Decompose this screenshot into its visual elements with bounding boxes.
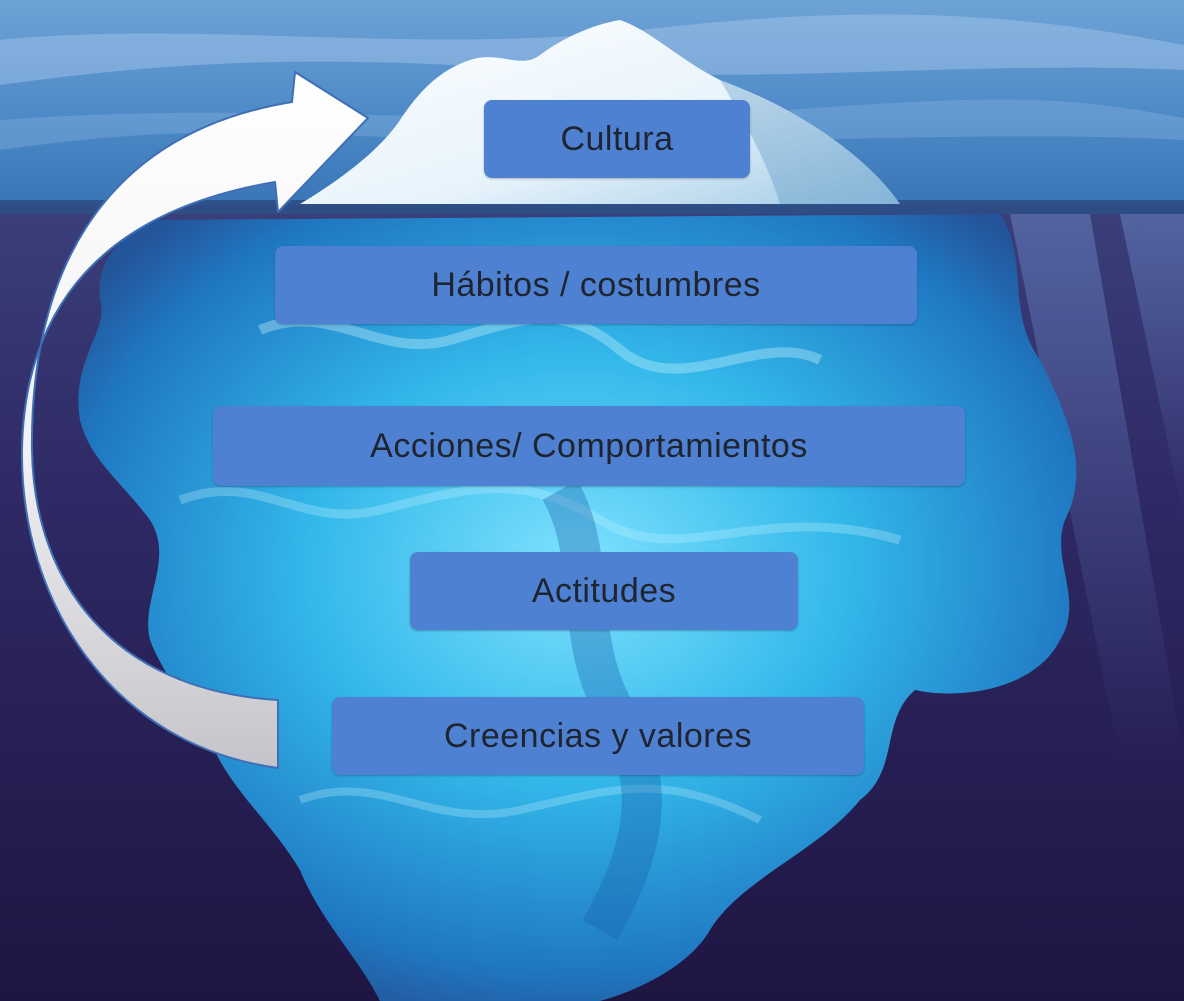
layer-label-habitos: Hábitos / costumbres: [431, 265, 761, 304]
curved-arrow: [20, 71, 369, 769]
layer-label-creencias: Creencias y valores: [443, 716, 753, 755]
layer-box-cultura: Cultura: [484, 100, 750, 178]
ice-texture: [298, 784, 762, 824]
layer-box-actitudes: Actitudes: [410, 552, 798, 630]
layer-label-acciones: Acciones/ Comportamientos: [370, 426, 808, 465]
ice-texture: [178, 484, 902, 545]
ice-top-shade: [720, 80, 900, 204]
layer-box-creencias: Creencias y valores: [332, 697, 864, 775]
layer-box-habitos: Hábitos / costumbres: [275, 246, 917, 324]
layer-label-cultura: Cultura: [560, 119, 674, 158]
light-ray: [1120, 214, 1184, 520]
light-ray: [1010, 214, 1184, 760]
layer-box-acciones: Acciones/ Comportamientos: [213, 406, 965, 486]
layer-label-actitudes: Actitudes: [531, 571, 677, 610]
